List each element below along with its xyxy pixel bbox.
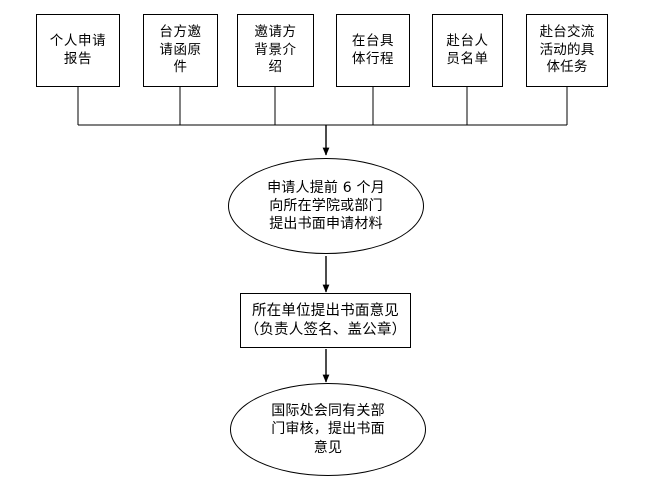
input-box-label: 个人申请 报告 [49,32,107,67]
input-box-exchange-tasks[interactable]: 赴台交流 活动的具 体任务 [526,14,608,87]
input-box-label: 台方邀 请函原 件 [159,24,202,76]
input-box-invitation-original[interactable]: 台方邀 请函原 件 [143,14,218,87]
step-label: 国际处会同有关部 门审核，提出书面 意见 [271,403,385,456]
step-international-office-review[interactable]: 国际处会同有关部 门审核，提出书面 意见 [230,383,426,476]
step-label: 申请人提前 6 个月 向所在学院或部门 提出书面申请材料 [267,179,385,233]
connector-bus-merge [77,87,568,126]
input-box-inviter-background[interactable]: 邀请方 背景介 绍 [237,14,314,87]
input-box-personnel-list[interactable]: 赴台人 员名单 [432,14,503,87]
input-box-label: 赴台交流 活动的具 体任务 [539,24,595,76]
input-box-label: 赴台人 员名单 [446,32,489,67]
step-label: 所在单位提出书面意见 （负责人签名、盖公章） [244,302,407,338]
step-unit-written-opinion[interactable]: 所在单位提出书面意见 （负责人签名、盖公章） [240,293,411,348]
input-box-label: 邀请方 背景介 绍 [254,24,297,76]
step-apply-six-months[interactable]: 申请人提前 6 个月 向所在学院或部门 提出书面申请材料 [228,158,424,254]
input-box-personal-application[interactable]: 个人申请 报告 [36,14,120,87]
input-box-itinerary[interactable]: 在台具 体行程 [336,14,410,87]
input-box-label: 在台具 体行程 [351,32,395,67]
